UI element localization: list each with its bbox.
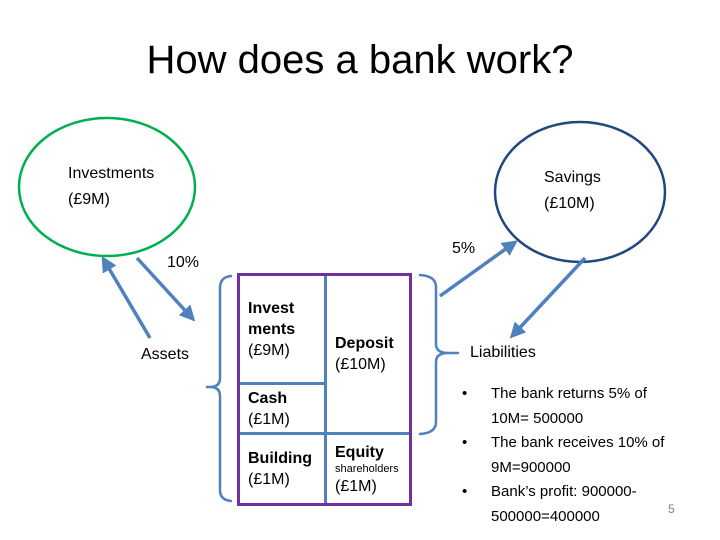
- cell-building: Building (£1M): [240, 435, 324, 503]
- bullet-dot-icon: •: [462, 483, 468, 501]
- balance-sheet-table: Invest ments (£9M) Cash (£1M) Deposit (£…: [237, 273, 412, 506]
- cell-investments: Invest ments (£9M): [240, 276, 324, 382]
- cell-equity-amount: (£1M): [335, 477, 377, 495]
- cell-equity: Equity shareholders (£1M): [327, 435, 409, 503]
- cell-cash: Cash (£1M): [240, 385, 324, 432]
- table-vertical-divider: [324, 276, 327, 503]
- slide-title: How does a bank work?: [146, 38, 574, 82]
- cell-equity-name: Equity: [335, 443, 384, 461]
- liabilities-brace: [418, 273, 460, 436]
- cell-deposit-name: Deposit: [335, 335, 394, 352]
- table-horizontal-divider-1: [240, 382, 324, 385]
- cell-cash-amount: (£1M): [248, 410, 290, 428]
- bullet-item: • The bank receives 10% of 9M=900000: [462, 431, 714, 480]
- page-number: 5: [668, 502, 675, 516]
- savings-ellipse-label: Savings (£10M): [544, 169, 601, 212]
- cell-investments-amount: (£9M): [248, 341, 290, 359]
- arrow-table-to-savings: [438, 240, 518, 298]
- cell-investments-name: Invest ments: [248, 299, 296, 338]
- cell-deposit-amount: (£10M): [335, 356, 386, 373]
- assets-brace: [205, 274, 233, 503]
- arrow-savings-to-liabilities: [509, 256, 587, 339]
- bullet-list: • The bank returns 5% of 10M= 500000 • T…: [462, 382, 714, 530]
- investments-ellipse-label: Investments (£9M): [68, 165, 155, 208]
- cell-deposit: Deposit (£10M): [327, 276, 409, 432]
- arrow-assets-to-investments: [101, 255, 152, 339]
- bullet-item: • The bank returns 5% of 10M= 500000: [462, 382, 714, 431]
- bullet-dot-icon: •: [462, 385, 468, 402]
- arrow-investments-to-table: [135, 256, 196, 322]
- bullet-text: The bank returns 5% of 10M= 500000: [491, 385, 647, 427]
- rate-10-percent-label: 10%: [167, 254, 200, 271]
- assets-label: Assets: [141, 346, 190, 363]
- liabilities-label: Liabilities: [470, 344, 536, 361]
- bullet-text: Bank’s profit: 900000- 500000=400000: [491, 483, 637, 525]
- bullet-text: The bank receives 10% of 9M=900000: [491, 434, 665, 476]
- cell-equity-subtitle: shareholders: [335, 462, 399, 475]
- cell-cash-name: Cash: [248, 389, 288, 407]
- table-horizontal-divider-2: [240, 432, 409, 435]
- rate-5-percent-label: 5%: [452, 240, 476, 257]
- bullet-dot-icon: •: [462, 434, 468, 452]
- bullet-item: • Bank’s profit: 900000- 500000=400000: [462, 480, 714, 529]
- cell-building-name: Building: [248, 450, 312, 467]
- cell-building-amount: (£1M): [248, 471, 290, 488]
